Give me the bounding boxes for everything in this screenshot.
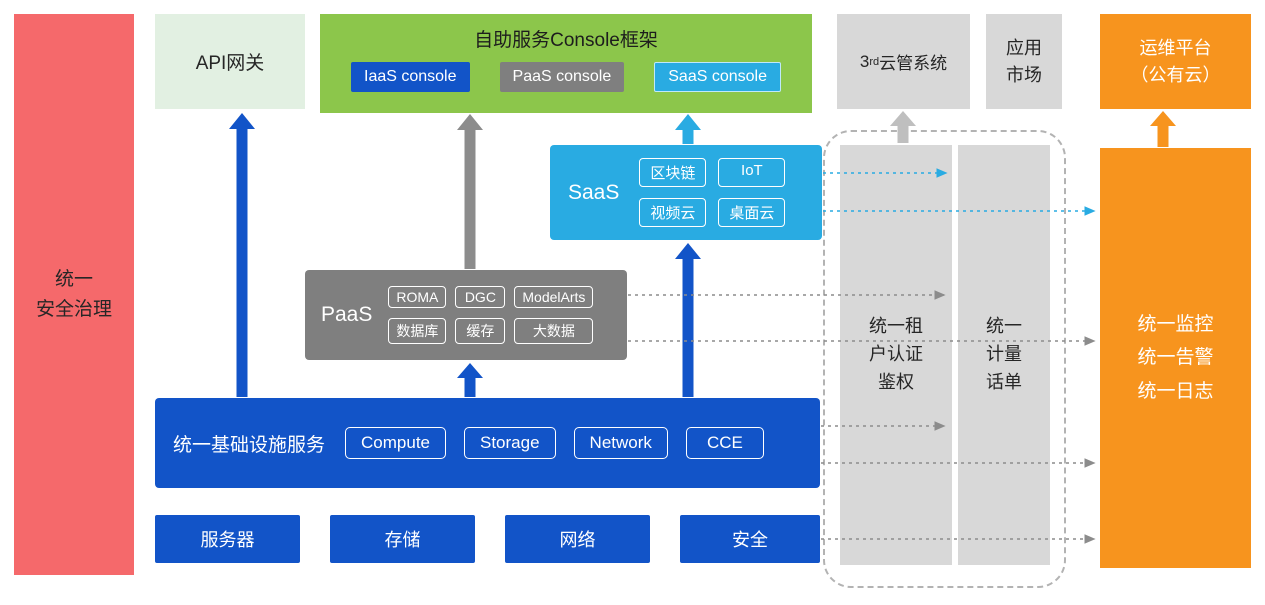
third-party-suffix: 云管系统 [879, 54, 948, 73]
saas-chip-video-cloud: 视频云 [639, 198, 707, 227]
paas-label: PaaS [321, 303, 373, 326]
monitoring-alarm-log-bar: 统一监控 统一告警 统一日志 [1100, 148, 1251, 568]
arrow-infra-to-api-gateway [229, 113, 255, 397]
paas-chip-dgc: DGC [455, 286, 506, 308]
paas-chip-modelarts: ModelArts [514, 286, 594, 308]
infrastructure-layer-box: 统一基础设施服务 Compute Storage Network CCE [155, 398, 820, 488]
api-gateway-box: API网关 [155, 14, 305, 109]
saas-console-button: SaaS console [654, 62, 781, 92]
arrow-monitor-to-om-platform [1150, 111, 1176, 147]
saas-label: SaaS [568, 180, 620, 204]
third-party-prefix: 3 [859, 51, 870, 71]
hardware-box-network: 网络 [505, 515, 650, 563]
infra-chip-storage: Storage [464, 427, 556, 459]
arrow-saas-to-console [675, 114, 701, 144]
tenant-auth-bar: 统一租 户认证 鉴权 [840, 145, 952, 565]
paas-chip-cache: 缓存 [455, 318, 506, 344]
metering-billing-bar: 统一 计量 话单 [958, 145, 1050, 565]
console-button-row: IaaS console PaaS console SaaS console [320, 62, 812, 92]
saas-chip-iot: IoT [718, 158, 786, 187]
shared-services-dashed-container [823, 130, 1066, 588]
infra-chip-compute: Compute [345, 427, 446, 459]
hardware-box-storage: 存储 [330, 515, 475, 563]
arrow-paas-to-console [457, 114, 483, 269]
paas-chip-bigdata: 大数据 [514, 318, 594, 344]
saas-layer-box: SaaS 区块链 IoT 视频云 桌面云 [550, 145, 822, 240]
console-framework-title: 自助服务Console框架 [474, 30, 658, 51]
om-platform-box: 运维平台 （公有云） [1100, 14, 1251, 109]
paas-chip-roma: ROMA [388, 286, 447, 308]
paas-chip-grid: ROMA DGC ModelArts 数据库 缓存 大数据 [388, 286, 594, 344]
infrastructure-chip-row: Compute Storage Network CCE [345, 427, 764, 459]
saas-chip-blockchain: 区块链 [639, 158, 707, 187]
hardware-box-server: 服务器 [155, 515, 300, 563]
saas-chip-grid: 区块链 IoT 视频云 桌面云 [639, 158, 786, 227]
infrastructure-label: 统一基础设施服务 [173, 434, 326, 456]
app-market-box: 应用 市场 [986, 14, 1062, 109]
paas-console-button: PaaS console [499, 62, 625, 92]
paas-layer-box: PaaS ROMA DGC ModelArts 数据库 缓存 大数据 [305, 270, 627, 360]
paas-chip-database: 数据库 [388, 318, 447, 344]
infra-chip-cce: CCE [685, 427, 764, 459]
infra-chip-network: Network [573, 427, 668, 459]
iaas-console-button: IaaS console [351, 62, 470, 92]
arrow-infra-to-paas [457, 363, 483, 397]
security-governance-bar: 统一 安全治理 [14, 14, 134, 575]
arrow-infra-to-saas [675, 243, 701, 397]
hardware-box-security: 安全 [680, 515, 820, 563]
console-framework-box: 自助服务Console框架 IaaS console PaaS console … [320, 14, 812, 113]
saas-chip-desktop-cloud: 桌面云 [718, 198, 786, 227]
